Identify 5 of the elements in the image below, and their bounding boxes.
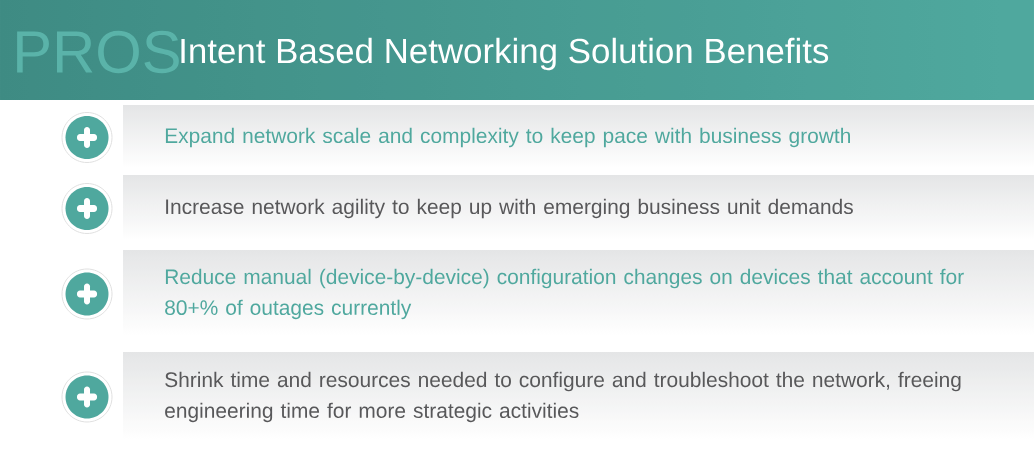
title: Intent Based Networking Solution Benefits xyxy=(181,37,829,71)
benefit-text: Expand network scale and complexity to keep pace with business growth xyxy=(165,127,850,148)
benefit-text: Increase network agility to keep up with emerging business unit demands xyxy=(166,198,853,219)
benefit-text: Reduce manual (device-by-device) configuration changes on devices that account for 80+% of outages currently xyxy=(165,268,964,320)
benefit-text: Shrink time and resources needed to configure and troubleshoot the network, freeing engineering time for more strategic activities xyxy=(165,371,961,423)
